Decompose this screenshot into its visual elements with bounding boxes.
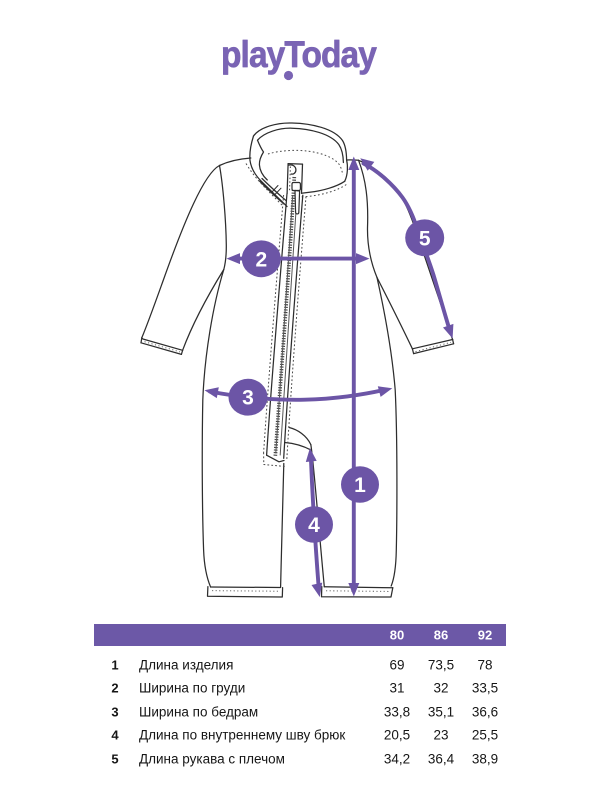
svg-text:5: 5 xyxy=(419,227,431,250)
svg-text:3: 3 xyxy=(242,387,254,410)
svg-text:2: 2 xyxy=(255,248,267,271)
svg-text:playToday: playToday xyxy=(221,34,377,75)
svg-text:4: 4 xyxy=(308,514,320,537)
svg-text:1: 1 xyxy=(354,474,366,497)
